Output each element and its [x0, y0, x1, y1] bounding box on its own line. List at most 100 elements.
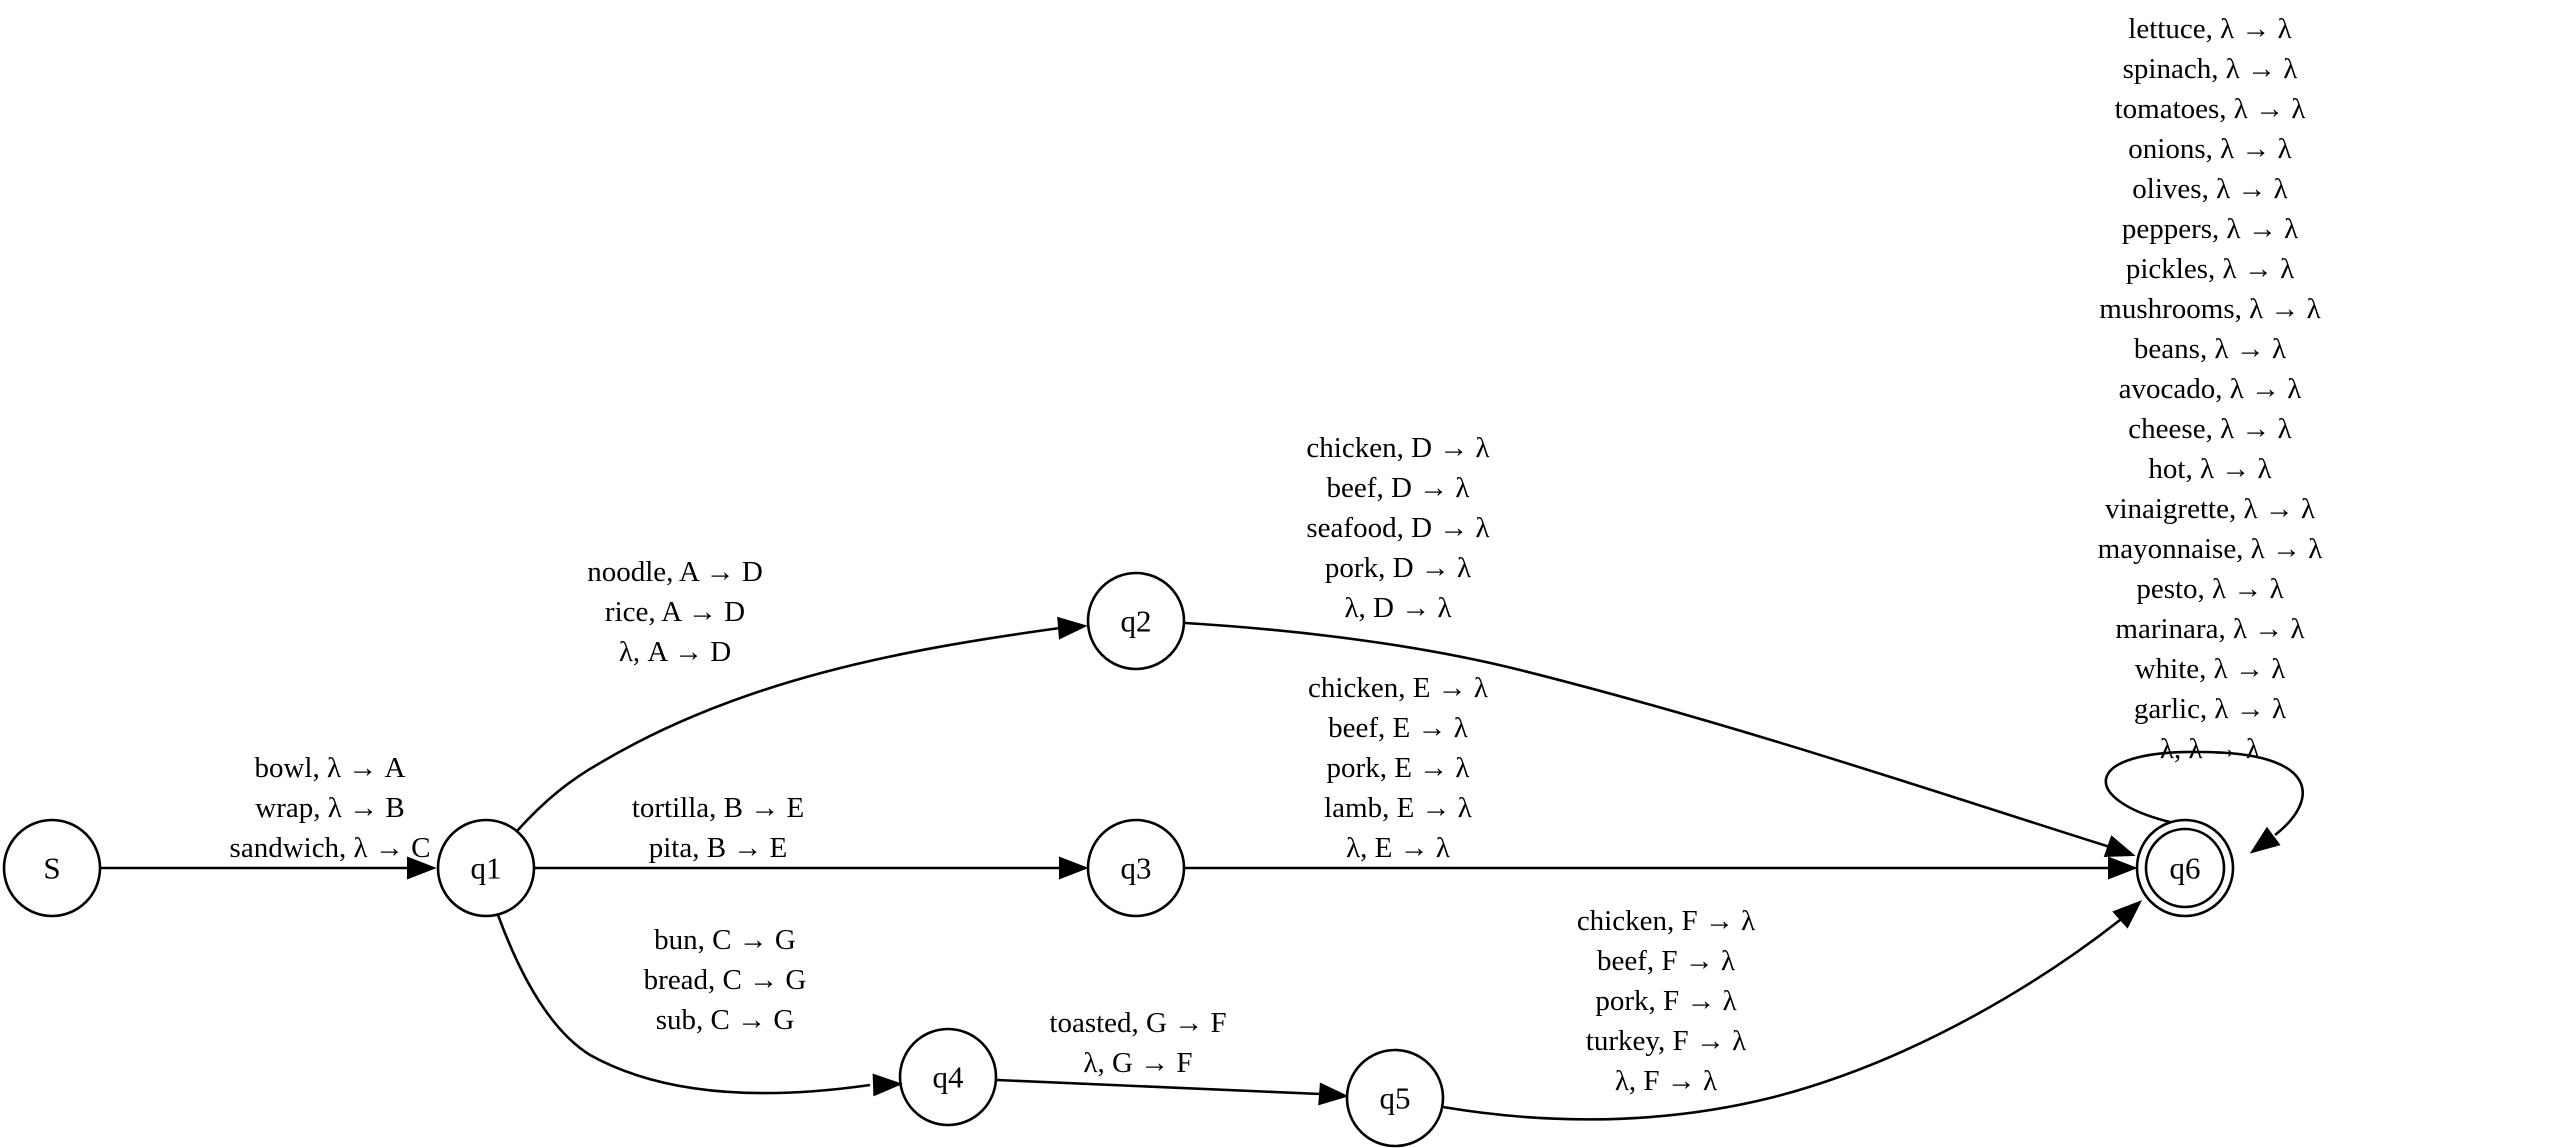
- transition-label: chicken, D → λ: [1306, 432, 1489, 464]
- edge-q6-to-q6: [2104, 750, 2304, 854]
- transition-label: hot, λ → λ: [2148, 453, 2271, 485]
- transition-label: cheese, λ → λ: [2128, 413, 2291, 445]
- transition-label: beans, λ → λ: [2134, 333, 2286, 365]
- edge-line: [2104, 750, 2304, 837]
- state-circle: [1086, 818, 1186, 918]
- arrowhead: [407, 856, 437, 880]
- transition-label: pork, F → λ: [1595, 985, 1736, 1017]
- arrowhead: [1057, 616, 1088, 640]
- transition-label: beef, E → λ: [1328, 712, 1468, 744]
- transition-label: bun, C → G: [654, 924, 796, 956]
- state-q4: q4: [898, 1027, 998, 1127]
- transition-label: lettuce, λ → λ: [2128, 13, 2291, 45]
- state-circle: [2, 818, 102, 918]
- state-label: q5: [1380, 1081, 1411, 1116]
- transition-label: chicken, F → λ: [1577, 905, 1755, 937]
- edge-line: [1442, 918, 2121, 1121]
- transition-label: lamb, E → λ: [1324, 792, 1472, 824]
- transition-label: pork, E → λ: [1327, 752, 1470, 784]
- transition-label: pita, B → E: [649, 832, 788, 864]
- edge-q3-to-q6: [1185, 856, 2138, 880]
- accepting-ring: [2144, 827, 2226, 909]
- state-label: q1: [471, 851, 502, 886]
- transition-label: pesto, λ → λ: [2136, 573, 2283, 605]
- transition-label: onions, λ → λ: [2128, 133, 2291, 165]
- transition-label: wrap, λ → B: [255, 792, 404, 824]
- transition-label: pickles, λ → λ: [2126, 253, 2294, 285]
- state-label: q6: [2170, 851, 2201, 886]
- transition-label: tomatoes, λ → λ: [2115, 93, 2306, 125]
- transition-label: λ, A → D: [619, 636, 731, 668]
- transition-label: toasted, G → F: [1049, 1007, 1226, 1039]
- transition-label: tortilla, B → E: [632, 792, 804, 824]
- transition-label: rice, A → D: [605, 596, 745, 628]
- transition-label: garlic, λ → λ: [2134, 693, 2286, 725]
- edge-label-q1-to-q2: noodle, A → D rice, A → D λ, A → D: [587, 556, 763, 668]
- transition-label: seafood, D → λ: [1306, 512, 1489, 544]
- transition-label: turkey, F → λ: [1586, 1025, 1746, 1057]
- state-label: q3: [1121, 851, 1152, 886]
- edge-line: [996, 1078, 1321, 1096]
- edge-label-q4-to-q5: toasted, G → F λ, G → F: [1049, 1007, 1226, 1079]
- state-circle: [898, 1027, 998, 1127]
- transition-label: λ, E → λ: [1346, 832, 1450, 864]
- edge-line: [496, 914, 871, 1095]
- state-label: q2: [1121, 604, 1152, 639]
- state-q6: q6: [2135, 818, 2235, 918]
- transition-label: noodle, A → D: [587, 556, 763, 588]
- transition-label: bread, C → G: [644, 964, 807, 996]
- arrowhead: [1059, 856, 1089, 880]
- state-circle: [1086, 571, 1186, 671]
- transition-label: λ, G → F: [1083, 1047, 1192, 1079]
- state-label: S: [43, 851, 60, 886]
- transition-label: beef, F → λ: [1597, 945, 1735, 977]
- state-label: q4: [933, 1060, 965, 1095]
- transition-label: mayonnaise, λ → λ: [2098, 533, 2323, 565]
- edge-line: [1184, 621, 2111, 849]
- edge-label-S-to-q1: bowl, λ → A wrap, λ → B sandwich, λ → C: [230, 752, 431, 864]
- transition-label: pork, D → λ: [1325, 552, 1471, 584]
- arrowhead: [2108, 856, 2138, 880]
- transition-label: spinach, λ → λ: [2123, 53, 2298, 85]
- state-circle: [436, 818, 536, 918]
- arrowhead: [2112, 900, 2143, 929]
- state-q3: q3: [1086, 818, 1186, 918]
- edge-label-q1-to-q3: tortilla, B → E pita, B → E: [632, 792, 804, 864]
- transition-label: marinara, λ → λ: [2115, 613, 2304, 645]
- transition-label: vinaigrette, λ → λ: [2105, 493, 2315, 525]
- transition-label: λ, λ → λ: [2160, 733, 2260, 765]
- transition-label: avocado, λ → λ: [2119, 373, 2302, 405]
- arrowhead: [1318, 1082, 1349, 1106]
- state-q1: q1: [436, 818, 536, 918]
- state-circle: [1345, 1048, 1445, 1148]
- arrowhead: [2249, 826, 2281, 854]
- transition-label: λ, D → λ: [1344, 592, 1451, 624]
- transition-label: sandwich, λ → C: [230, 832, 431, 864]
- transition-label: chicken, E → λ: [1308, 672, 1488, 704]
- transition-label: λ, F → λ: [1615, 1065, 1717, 1097]
- state-q5: q5: [1345, 1048, 1445, 1148]
- edges-layer: [100, 616, 2304, 1121]
- edge-line: [516, 626, 1061, 832]
- edge-label-q6-to-q6: lettuce, λ → λ spinach, λ → λ tomatoes, λ …: [2098, 13, 2323, 765]
- arrowhead: [2103, 835, 2136, 857]
- edge-q1-to-q3: [534, 856, 1089, 880]
- transition-label: mushrooms, λ → λ: [2099, 293, 2320, 325]
- transition-label: bowl, λ → A: [254, 752, 405, 784]
- edge-q4-to-q5: [996, 1078, 1349, 1106]
- state-q2: q2: [1086, 571, 1186, 671]
- edge-q2-to-q6: [1184, 621, 2136, 857]
- transition-label: white, λ → λ: [2135, 653, 2286, 685]
- edge-q1-to-q2: [516, 616, 1088, 832]
- transition-label: sub, C → G: [656, 1004, 795, 1036]
- edge-q1-to-q4: [496, 914, 903, 1097]
- transition-label: peppers, λ → λ: [2122, 213, 2298, 245]
- edge-label-q1-to-q4: bun, C → G bread, C → G sub, C → G: [644, 924, 807, 1036]
- state-S: S: [2, 818, 102, 918]
- transition-label: olives, λ → λ: [2132, 173, 2287, 205]
- edge-label-q5-to-q6: chicken, F → λ beef, F → λ pork, F → λ turk…: [1577, 905, 1755, 1097]
- labels-layer: bowl, λ → A wrap, λ → B sandwich, λ → C noo…: [230, 13, 2323, 1097]
